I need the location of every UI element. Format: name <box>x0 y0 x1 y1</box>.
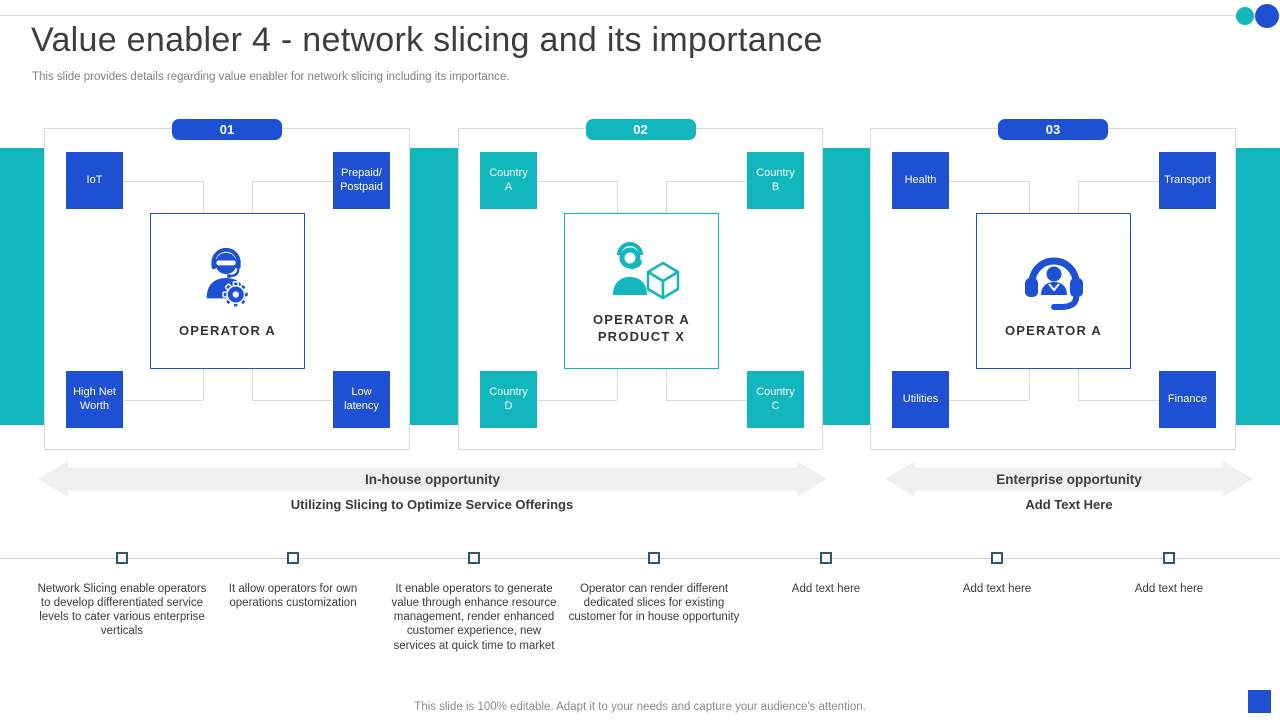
timeline-description-3: It enable operators to generate value th… <box>391 583 557 652</box>
timeline-marker <box>820 552 832 564</box>
timeline-description-5: Add text here <box>791 583 861 595</box>
inhouse-opportunity-label: In-house opportunity <box>365 471 500 487</box>
step-badge-01: 01 <box>172 119 282 140</box>
timeline-marker <box>287 552 299 564</box>
timeline-marker <box>648 552 660 564</box>
teal-dot-icon <box>1236 7 1254 25</box>
timeline-description-1: Network Slicing enable operators to deve… <box>37 583 207 638</box>
segment-box-finance: Finance <box>1159 371 1216 428</box>
operator-box-3: OPERATOR A <box>976 213 1131 369</box>
enterprise-opportunity-sublabel: Add Text Here <box>1025 497 1113 512</box>
timeline-description-6: Add text here <box>962 583 1032 595</box>
page-subtitle: This slide provides details regarding va… <box>32 71 510 83</box>
diagram-panel-3: 03 Health Transport Utilities Finance OP… <box>870 119 1236 450</box>
timeline-marker <box>991 552 1003 564</box>
segment-box-high-net-worth: High Net Worth <box>66 371 123 428</box>
operator-label-1: OPERATOR A <box>179 323 276 339</box>
diagram-panel-2: 02 Country A Country B Country D Country… <box>458 119 823 450</box>
segment-box-country-a: Country A <box>480 152 537 209</box>
enterprise-opportunity-label: Enterprise opportunity <box>996 471 1142 487</box>
inhouse-opportunity-sublabel: Utilizing Slicing to Optimize Service Of… <box>290 497 574 512</box>
timeline-line <box>0 558 1280 559</box>
timeline-description-4: Operator can render different dedicated … <box>568 583 740 624</box>
segment-box-utilities: Utilities <box>892 371 949 428</box>
segment-box-prepaid-postpaid: Prepaid/ Postpaid <box>333 152 390 209</box>
enterprise-opportunity-arrow: Enterprise opportunity <box>885 461 1253 497</box>
operator-label-2: OPERATOR A PRODUCT X <box>593 311 690 344</box>
step-badge-03: 03 <box>998 119 1108 140</box>
headset-user-icon <box>1018 242 1090 312</box>
segment-box-transport: Transport <box>1159 152 1216 209</box>
footer-note: This slide is 100% editable. Adapt it to… <box>414 701 866 713</box>
timeline-marker <box>468 552 480 564</box>
segment-box-health: Health <box>892 152 949 209</box>
page-title: Value enabler 4 - network slicing and it… <box>31 21 823 59</box>
header-divider <box>0 15 1280 16</box>
timeline-marker <box>1163 552 1175 564</box>
step-badge-02: 02 <box>585 119 696 140</box>
segment-box-country-d: Country D <box>480 371 537 428</box>
segment-box-low-latency: Low latency <box>333 371 390 428</box>
support-agent-gear-icon <box>193 242 263 312</box>
diagram-panel-1: 01 IoT Prepaid/ Postpaid High Net Worth … <box>44 119 410 450</box>
timeline-description-7: Add text here <box>1134 583 1204 595</box>
segment-box-country-b: Country B <box>747 152 804 209</box>
blue-dot-icon <box>1255 4 1279 28</box>
timeline-description-2: It allow operators for own operations cu… <box>228 583 358 610</box>
segment-box-country-c: Country C <box>747 371 804 428</box>
timeline-marker <box>116 552 128 564</box>
operator-box-2: OPERATOR A PRODUCT X <box>564 213 719 369</box>
inhouse-opportunity-arrow: In-house opportunity <box>38 461 827 497</box>
operator-label-3: OPERATOR A <box>1005 323 1102 339</box>
segment-box-iot: IoT <box>66 152 123 209</box>
corner-square-decoration <box>1248 690 1271 713</box>
operator-box-1: OPERATOR A <box>150 213 305 369</box>
support-agent-product-icon <box>602 237 682 301</box>
